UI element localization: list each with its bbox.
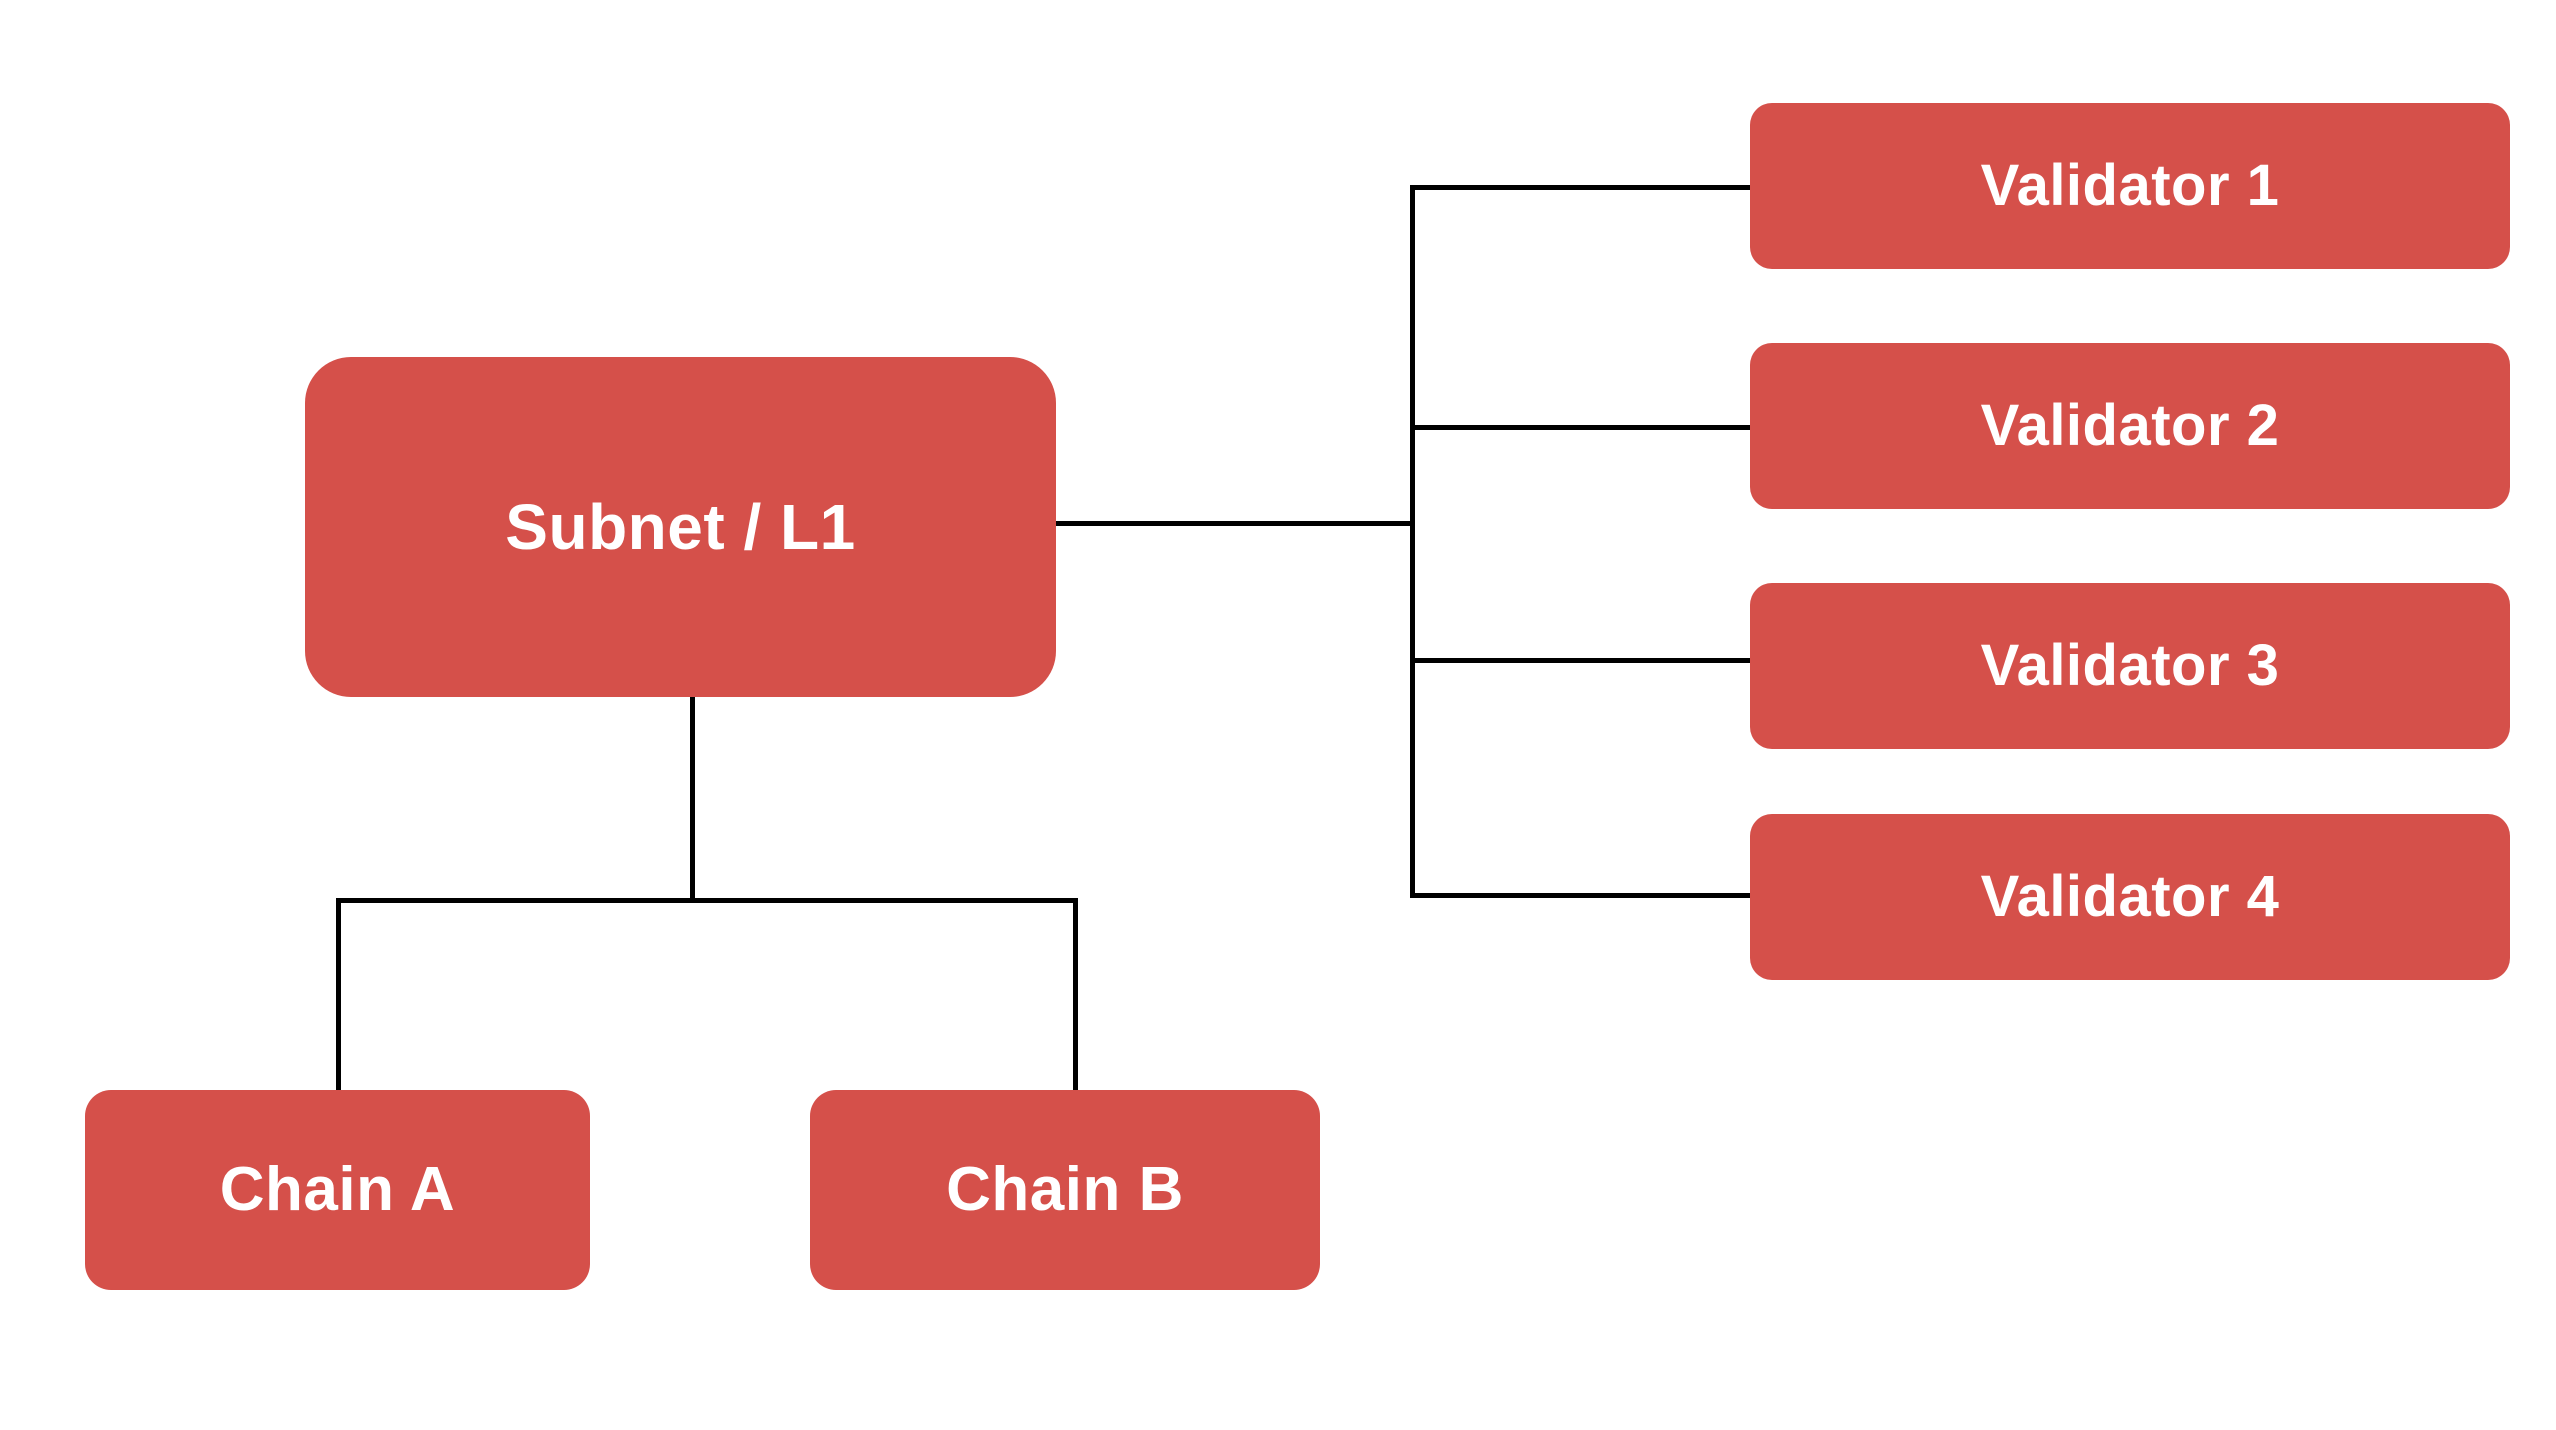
- node-validator-1[interactable]: Validator 1: [1750, 103, 2510, 269]
- edge-branch-chain-b: [1073, 898, 1078, 1092]
- edge-branch-validator-2: [1410, 425, 1755, 430]
- edge-branch-chain-a: [336, 898, 341, 1092]
- node-subnet-l1[interactable]: Subnet / L1: [305, 357, 1056, 697]
- node-validator-4[interactable]: Validator 4: [1750, 814, 2510, 980]
- edge-subnet-to-validator-trunk: [1053, 521, 1415, 526]
- node-chain-b[interactable]: Chain B: [810, 1090, 1320, 1290]
- node-subnet-l1-label: Subnet / L1: [505, 490, 856, 563]
- node-chain-a-label: Chain A: [219, 1154, 456, 1224]
- node-validator-1-label: Validator 1: [1980, 153, 2280, 219]
- node-validator-3[interactable]: Validator 3: [1750, 583, 2510, 749]
- edge-chain-bus: [336, 898, 1078, 903]
- edge-validator-trunk: [1410, 185, 1415, 898]
- node-validator-3-label: Validator 3: [1980, 633, 2280, 699]
- edge-branch-validator-1: [1410, 185, 1755, 190]
- node-chain-a[interactable]: Chain A: [85, 1090, 590, 1290]
- edge-branch-validator-3: [1410, 658, 1755, 663]
- node-validator-4-label: Validator 4: [1980, 864, 2280, 930]
- node-chain-b-label: Chain B: [946, 1154, 1184, 1224]
- node-validator-2-label: Validator 2: [1980, 393, 2280, 459]
- node-validator-2[interactable]: Validator 2: [1750, 343, 2510, 509]
- edge-branch-validator-4: [1410, 893, 1755, 898]
- edge-subnet-to-chain-bus: [690, 694, 695, 902]
